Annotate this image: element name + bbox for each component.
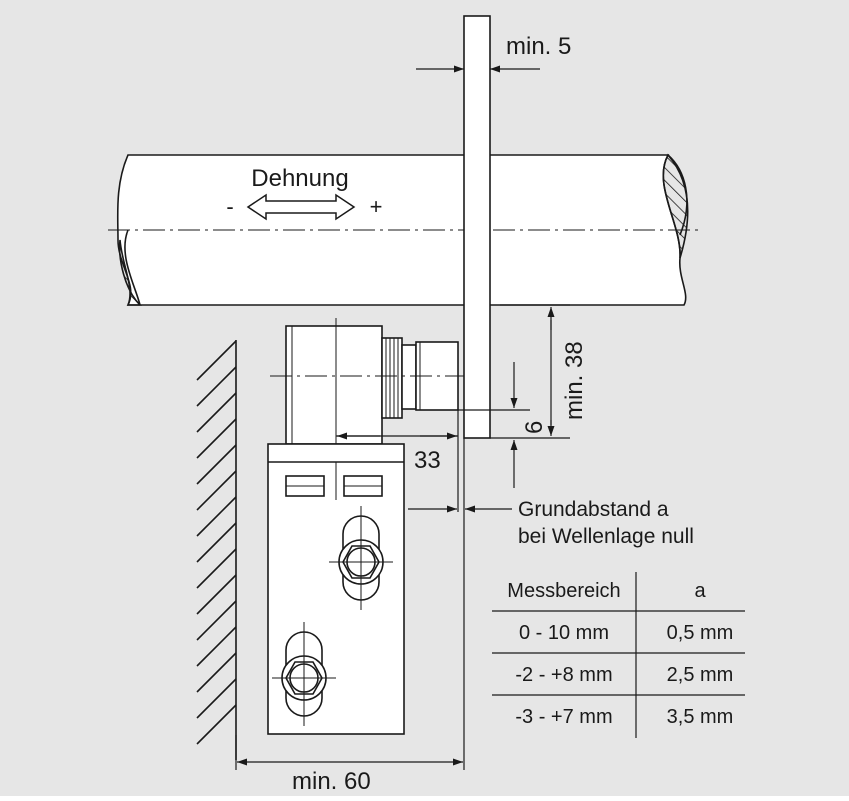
dim-min38-label: min. 38 [561, 341, 588, 420]
dimensions [235, 65, 570, 770]
dim-min60-label: min. 60 [292, 768, 371, 795]
dim-6-label: 6 [521, 421, 548, 434]
table-cell-range: -2 - +8 mm [515, 664, 612, 686]
sensor-thread-lines [385, 338, 399, 418]
wall [196, 340, 237, 760]
sensor-thread [381, 337, 403, 419]
dim-33-label: 33 [414, 447, 441, 474]
strain-arrow [246, 193, 356, 221]
target-plate [463, 15, 491, 439]
shaft-right-break [667, 154, 688, 236]
dim-min5-label: min. 5 [506, 33, 571, 60]
gap-label-line2: bei Wellenlage null [518, 525, 694, 548]
table-header-range: Messbereich [507, 580, 620, 602]
strain-label: Dehnung [251, 165, 348, 192]
shaft-left-break-hatch [118, 239, 142, 306]
table-cell-a: 3,5 mm [667, 706, 734, 728]
bracket [267, 443, 405, 735]
table-cell-range: -3 - +7 mm [515, 706, 612, 728]
sensor-housing [285, 325, 383, 445]
sensor-tip [401, 344, 417, 410]
table-header-a: a [694, 580, 706, 602]
strain-minus: - [226, 194, 233, 219]
wall-hatch [196, 340, 237, 745]
range-table: Messbereich a 0 - 10 mm 0,5 mm -2 - +8 m… [492, 572, 745, 738]
shaft-left-break [124, 229, 141, 306]
table-cell-a: 2,5 mm [667, 664, 734, 686]
table-cell-a: 0,5 mm [667, 622, 734, 644]
table-cell-range: 0 - 10 mm [519, 622, 609, 644]
gap-label-line1: Grundabstand a [518, 498, 669, 521]
strain-plus: + [370, 194, 383, 219]
